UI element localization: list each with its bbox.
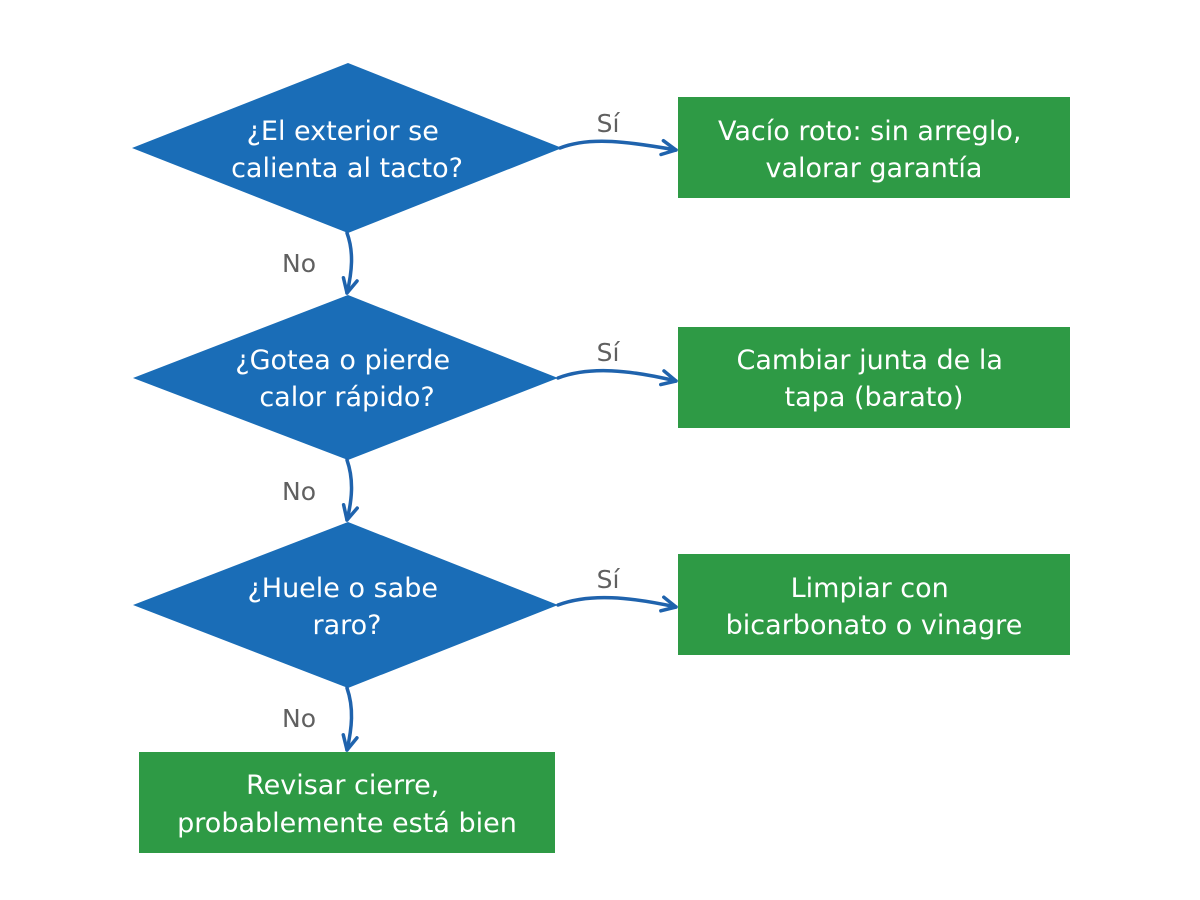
action-box <box>678 97 1070 198</box>
action-box <box>678 554 1070 655</box>
action-text-line: Limpiar con <box>791 573 949 604</box>
decision-shape <box>132 63 562 233</box>
svg-text:¿Huele o sabe raro?: ¿Huele o sabe raro? <box>247 573 446 641</box>
svg-text:Vacío roto: sin arreglo,: Vacío roto: sin arreglo, valorar garantí… <box>718 116 1030 184</box>
action-text-line: Vacío roto: sin arreglo, <box>718 116 1021 147</box>
decision-text-line: ¿El exterior se <box>247 116 439 147</box>
action-text-line: Cambiar junta de la <box>737 345 1003 376</box>
svg-text:Limpiar con bicarbonato: Limpiar con bicarbonato o vinagre <box>726 573 1023 641</box>
action-text-line: Revisar cierre, <box>246 770 439 801</box>
no-arrow <box>341 231 359 295</box>
decision-shape <box>133 522 558 688</box>
decision-text-line: calor rápido? <box>259 382 434 413</box>
no-label: No <box>282 477 316 506</box>
yes-label: Sí <box>597 109 621 138</box>
action-box <box>139 752 555 853</box>
no-arrow <box>341 458 359 522</box>
action-clean-baking-soda: Limpiar con bicarbonato o vinagre <box>678 554 1070 655</box>
decision-text-line: calienta al tacto? <box>231 153 463 184</box>
no-label: No <box>282 249 316 278</box>
decision-leak-heat-loss: ¿Gotea o pierde calor rápido? <box>133 295 558 460</box>
decision-text-line: raro? <box>312 610 381 641</box>
svg-text:¿El exterior se calienta: ¿El exterior se calienta al tacto? <box>231 116 463 184</box>
no-arrow <box>341 686 359 752</box>
action-text-line: tapa (barato) <box>785 382 964 413</box>
action-text-line: probablemente está bien <box>177 808 517 839</box>
decision-text-line: ¿Gotea o pierde <box>235 345 450 376</box>
action-box <box>678 327 1070 428</box>
yes-label: Sí <box>597 565 621 594</box>
action-text-line: bicarbonato o vinagre <box>726 610 1023 641</box>
decision-smell-taste: ¿Huele o sabe raro? <box>133 522 558 688</box>
svg-text:Revisar cierre, probable: Revisar cierre, probablemente está bien <box>177 770 517 839</box>
yes-arrow <box>556 595 678 613</box>
no-label: No <box>282 704 316 733</box>
action-vacuum-broken: Vacío roto: sin arreglo, valorar garantí… <box>678 97 1070 198</box>
decision-exterior-heat: ¿El exterior se calienta al tacto? <box>132 63 562 233</box>
svg-text:Cambiar junta de la tapa: Cambiar junta de la tapa (barato) <box>737 345 1012 413</box>
action-check-closure: Revisar cierre, probablemente está bien <box>139 752 555 853</box>
action-text-line: valorar garantía <box>766 153 983 184</box>
yes-label: Sí <box>597 338 621 367</box>
svg-text:¿Gotea o pierde calor rá: ¿Gotea o pierde calor rápido? <box>235 345 458 413</box>
action-replace-lid-gasket: Cambiar junta de la tapa (barato) <box>678 327 1070 428</box>
decision-shape <box>133 295 558 460</box>
decision-text-line: ¿Huele o sabe <box>247 573 438 604</box>
yes-arrow <box>558 138 678 157</box>
yes-arrow <box>556 368 678 387</box>
